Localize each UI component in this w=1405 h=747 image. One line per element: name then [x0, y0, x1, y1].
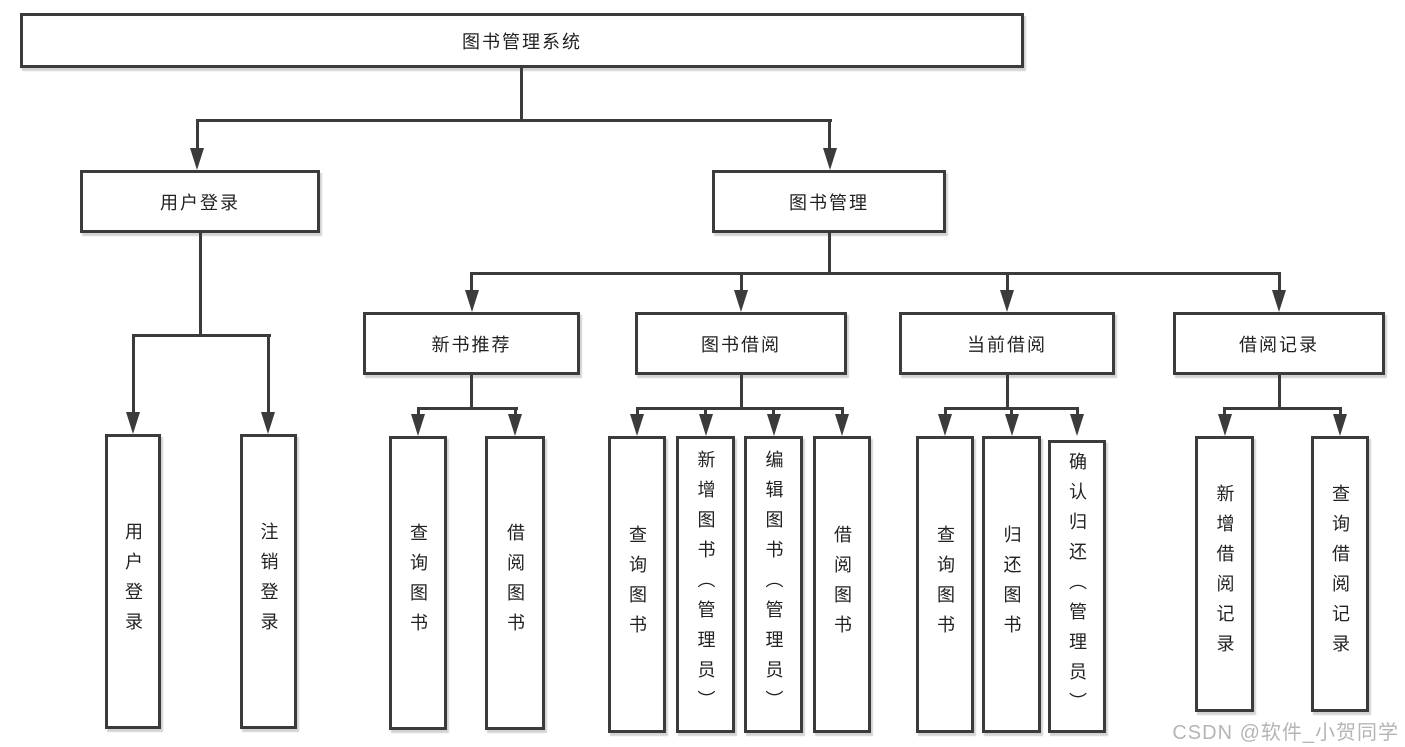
connector-line	[772, 410, 775, 416]
leaf-return-books: 归还图书	[982, 436, 1041, 733]
connector-line	[1010, 410, 1013, 416]
leaf-query-books-3: 查询图书	[916, 436, 974, 733]
leaf-add-book-admin: 新增图书（管理员）	[676, 436, 735, 733]
connector-line	[470, 275, 473, 291]
node-borrow-records: 借阅记录	[1173, 312, 1385, 375]
node-current-borrow-label: 当前借阅	[967, 334, 1047, 355]
leaf-return-books-label: 归还图书	[1001, 524, 1022, 645]
connector-line	[131, 334, 271, 337]
leaf-borrow-books-1-label: 借阅图书	[505, 523, 525, 643]
leaf-query-books-1: 查询图书	[389, 436, 447, 730]
leaf-logout-label: 注销登录	[258, 521, 279, 642]
connector-line	[739, 275, 743, 291]
connector-line	[416, 410, 420, 416]
connector-line	[943, 410, 947, 416]
leaf-edit-book-admin: 编辑图书（管理员）	[744, 436, 803, 733]
leaf-confirm-return-admin: 确认归还（管理员）	[1048, 440, 1106, 733]
connector-line	[739, 375, 743, 410]
arrow-head	[630, 414, 644, 436]
leaf-borrow-books-2: 借阅图书	[813, 436, 871, 733]
node-user-login: 用户登录	[80, 170, 320, 233]
arrow-head	[822, 148, 837, 170]
arrow-head	[261, 412, 275, 434]
connector-line	[513, 410, 517, 416]
leaf-query-books-3-label: 查询图书	[935, 524, 955, 645]
arrow-head	[464, 290, 479, 312]
arrow-head	[766, 414, 781, 436]
connector-line	[266, 337, 270, 413]
connector-line	[1277, 375, 1281, 410]
leaf-user-login: 用户登录	[105, 434, 161, 729]
node-book-borrow-label: 图书借阅	[701, 334, 781, 355]
connector-line	[635, 410, 639, 416]
connector-line	[470, 272, 1281, 275]
connector-line	[470, 375, 473, 410]
leaf-query-books-2-label: 查询图书	[627, 524, 647, 645]
node-borrow-records-label: 借阅记录	[1239, 334, 1319, 355]
leaf-borrow-books-2-label: 借阅图书	[832, 524, 852, 645]
connector-line	[1075, 410, 1079, 416]
connector-line	[1338, 410, 1342, 416]
connector-line	[195, 122, 199, 150]
connector-line	[195, 119, 832, 122]
arrow-head	[938, 414, 952, 436]
arrow-head	[411, 414, 425, 436]
csdn-watermark: CSDN @软件_小贺同学	[1172, 722, 1399, 744]
leaf-edit-book-admin-label: 编辑图书（管理员）	[763, 449, 784, 720]
leaf-add-borrow-record: 新增借阅记录	[1195, 436, 1254, 712]
connector-line	[519, 68, 523, 122]
leaf-query-borrow-record-label: 查询借阅记录	[1330, 484, 1350, 664]
leaf-query-books-2: 查询图书	[608, 436, 666, 733]
arrow-head	[1070, 414, 1084, 436]
connector-line	[1005, 275, 1009, 291]
connector-line	[131, 337, 135, 413]
node-root: 图书管理系统	[20, 13, 1024, 68]
arrow-head	[835, 414, 849, 436]
connector-line	[1223, 407, 1342, 410]
connector-line	[1223, 410, 1226, 416]
arrow-head	[1333, 414, 1347, 436]
leaf-logout: 注销登录	[240, 434, 297, 729]
node-book-borrow: 图书借阅	[635, 312, 847, 375]
leaf-add-book-admin-label: 新增图书（管理员）	[695, 449, 716, 720]
connector-line	[828, 122, 831, 150]
connector-line	[943, 407, 1079, 410]
node-book-management: 图书管理	[712, 170, 946, 233]
arrow-head	[698, 414, 713, 436]
arrow-head	[508, 414, 522, 436]
leaf-query-books-1-label: 查询图书	[408, 523, 428, 643]
node-new-book-recommend: 新书推荐	[363, 312, 580, 375]
node-user-login-label: 用户登录	[160, 192, 240, 213]
leaf-user-login-label: 用户登录	[123, 521, 143, 642]
arrow-head	[1000, 290, 1014, 312]
connector-line	[1277, 275, 1281, 291]
arrow-head	[1272, 290, 1286, 312]
arrow-head	[1217, 414, 1232, 436]
arrow-head	[734, 290, 748, 312]
arrow-head	[1004, 414, 1019, 436]
connector-line	[198, 233, 202, 337]
leaf-confirm-return-admin-label: 确认归还（管理员）	[1067, 451, 1087, 722]
leaf-add-borrow-record-label: 新增借阅记录	[1214, 484, 1235, 664]
connector-line	[828, 233, 831, 275]
node-current-borrow: 当前借阅	[899, 312, 1115, 375]
connector-line	[635, 407, 844, 410]
arrow-head	[190, 148, 204, 170]
leaf-borrow-books-1: 借阅图书	[485, 436, 545, 730]
leaf-query-borrow-record: 查询借阅记录	[1311, 436, 1369, 712]
connector-line	[416, 407, 518, 410]
node-root-label: 图书管理系统	[462, 31, 582, 52]
arrow-head	[126, 412, 140, 434]
connector-line	[1005, 375, 1009, 410]
connector-line	[840, 410, 844, 416]
connector-line	[704, 410, 707, 416]
node-book-management-label: 图书管理	[789, 192, 869, 213]
node-new-book-recommend-label: 新书推荐	[431, 334, 512, 355]
